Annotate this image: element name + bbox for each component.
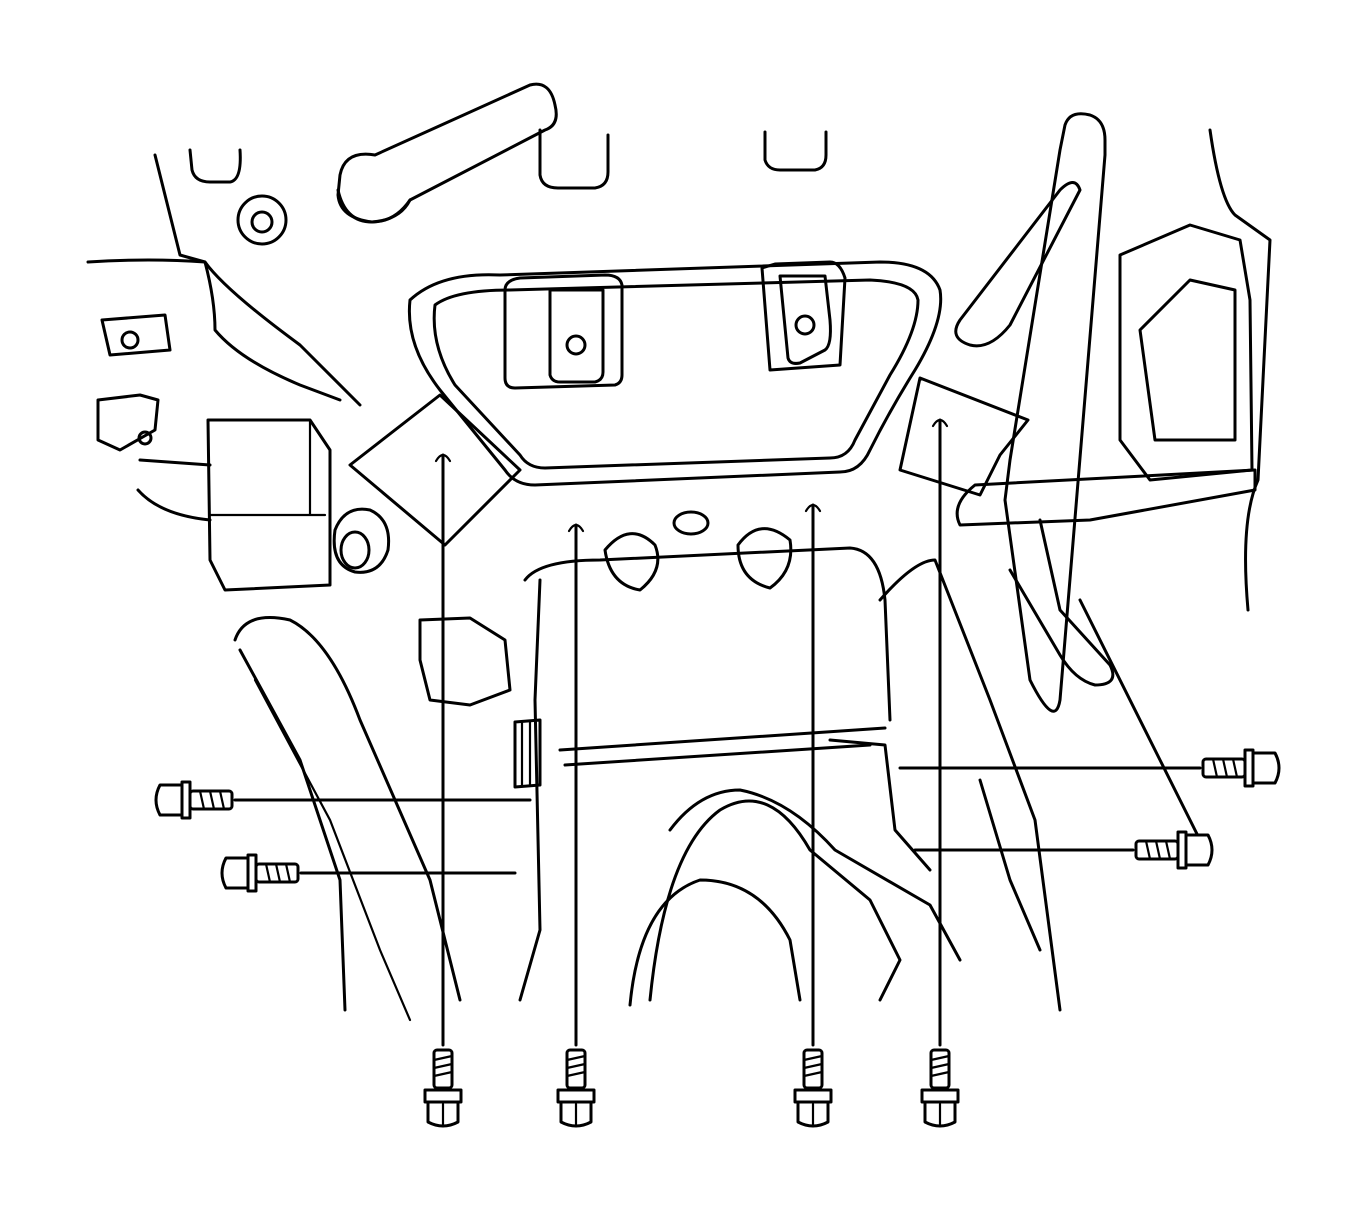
right-floor-line: [878, 558, 1202, 1012]
left-pillar-line: [253, 678, 412, 1022]
clip-right: [778, 274, 832, 365]
bolt-flange: [920, 1088, 960, 1104]
center-housing: [418, 510, 1202, 1012]
right-shelf: [955, 468, 1257, 527]
knob-left: [603, 532, 660, 592]
clip-bracket-hole: [137, 430, 153, 446]
round-boss-left: [236, 194, 288, 246]
housing-band: [558, 726, 887, 767]
round-boss-left-inner: [250, 210, 274, 234]
bolt-flange: [556, 1088, 596, 1104]
bolt-head-icon: [1251, 751, 1281, 785]
bracket-right-clip: [760, 260, 847, 372]
vent-grille-bars: [520, 720, 532, 788]
tunnel-arch-inner: [668, 788, 962, 962]
housing-left: [518, 578, 542, 1002]
bolt-flange: [423, 1088, 463, 1104]
bolt-thread: [1144, 839, 1172, 861]
lever-bracket: [418, 616, 512, 707]
upper-slot-right: [763, 130, 828, 172]
right-outer-edge: [1208, 128, 1272, 612]
bolt-thread: [565, 1054, 587, 1078]
clip-bracket: [96, 393, 160, 452]
right-flange: [898, 376, 1030, 497]
clip-left: [548, 288, 605, 384]
left-pillar: [233, 616, 462, 1012]
relay-box: [206, 418, 332, 592]
right-pipe: [1003, 112, 1107, 713]
knob-right: [736, 527, 793, 590]
housing-top: [523, 546, 892, 722]
center-plug: [672, 510, 710, 536]
relay-box-edge: [208, 418, 327, 517]
left-flange: [348, 393, 522, 547]
crossmember-outer: [407, 260, 943, 487]
bolt-thread: [198, 789, 226, 811]
lower-left-ledge: [136, 458, 212, 522]
fastener-group: [154, 418, 1281, 1128]
right-panel-inner: [1138, 278, 1237, 442]
bolt-flange: [793, 1088, 833, 1104]
bolt-head-icon: [154, 783, 184, 817]
bolt-thread: [264, 862, 292, 884]
left-panel-edge: [153, 153, 362, 407]
nut-bracket-hole: [120, 330, 140, 350]
left-bracket: [86, 258, 342, 402]
bolt-head-icon: [1184, 833, 1214, 867]
right-panel: [1118, 223, 1254, 482]
right-pipe-lower: [1008, 518, 1115, 687]
left-side-parts: [96, 313, 462, 1022]
upper-slot-left: [188, 148, 242, 184]
bolt-thread: [929, 1054, 951, 1078]
housing-panel-right: [828, 738, 932, 872]
bolt-thread: [802, 1054, 824, 1078]
bushing: [332, 507, 391, 574]
bolt-head-icon: [220, 856, 250, 890]
clip-left-hole: [565, 334, 587, 356]
upper-slot-center: [538, 128, 610, 190]
shaft-tube: [336, 82, 558, 224]
nut-bracket: [100, 313, 172, 357]
vent-grille: [513, 718, 542, 789]
bracket-left-clip: [503, 273, 624, 390]
crossmember-inner: [432, 278, 920, 470]
bolt-thread: [432, 1054, 454, 1078]
upper-body-structure: [86, 82, 1272, 713]
tunnel-lower: [628, 878, 802, 1007]
tunnel-arch: [648, 799, 902, 1002]
upper-right-rod: [954, 181, 1082, 348]
shaft-end: [336, 188, 412, 224]
bolt-thread: [1211, 757, 1239, 779]
clip-right-hole: [794, 314, 816, 336]
bushing-hole: [339, 530, 371, 570]
